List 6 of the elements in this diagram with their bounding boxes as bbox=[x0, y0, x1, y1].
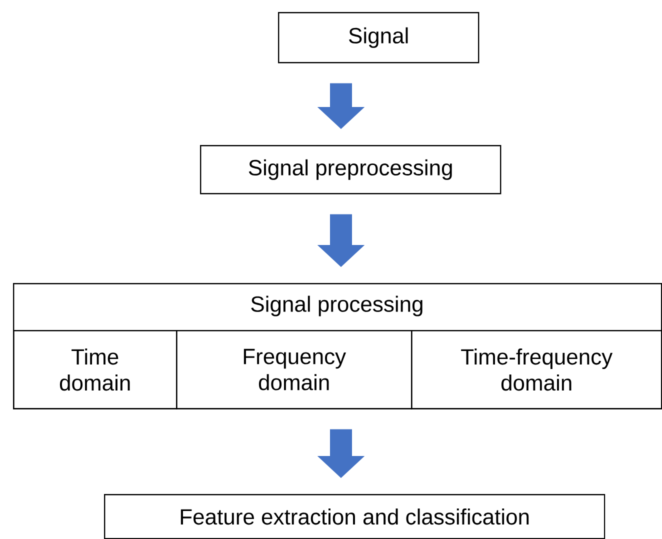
process-box: Frequency domain bbox=[176, 330, 412, 410]
process-box: Time-frequency domain bbox=[411, 330, 662, 410]
process-box: Signal bbox=[278, 12, 480, 64]
process-box: Signal preprocessing bbox=[200, 145, 502, 194]
process-box: Time domain bbox=[13, 330, 178, 410]
process-box: Feature extraction and classification bbox=[104, 494, 606, 539]
